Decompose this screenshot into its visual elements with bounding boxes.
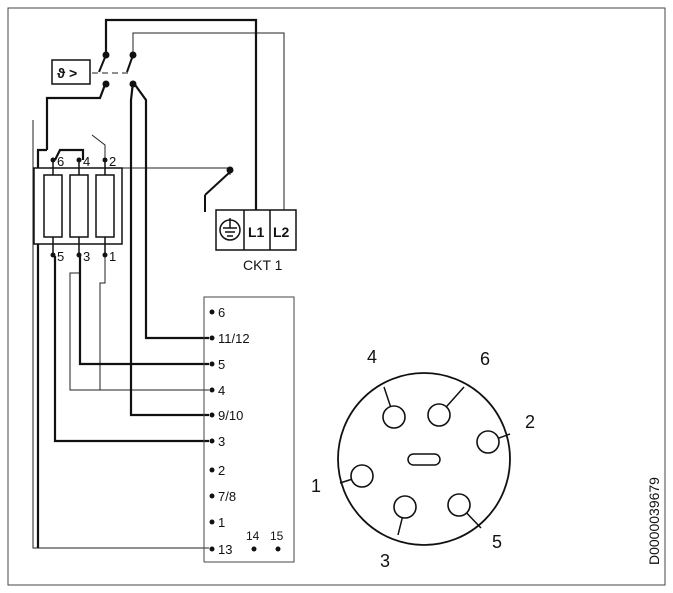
connector-pin [476,430,500,454]
terminal-label: 9/10 [218,408,243,423]
circuit-label: CKT 1 [243,257,283,273]
thermostat-temperature-icon: ϑ > [51,59,91,85]
terminal-dot [209,412,215,418]
terminal-dot [209,387,215,393]
terminal-label: 13 [218,542,232,557]
terminal-15-label: 15 [270,529,284,543]
terminal-dot [209,309,215,315]
terminal-14-dot [251,546,257,552]
terminal-label: 4 [218,383,225,398]
heater-label-bottom: 5 [57,249,64,264]
heater-element-block [33,157,123,258]
terminal-label: 1 [218,515,225,530]
terminal-label: 3 [218,434,225,449]
terminal-dot [209,335,215,341]
terminal-label: 7/8 [218,489,236,504]
thin-wires [32,32,285,549]
terminal-list: 6 11/12 5 4 9/10 3 2 7/8 1 13 [209,305,250,557]
terminal-15-dot [275,546,281,552]
terminal-dot [209,546,215,552]
terminal-14-label: 14 [246,529,260,543]
terminal-label: 5 [218,357,225,372]
extra-terminals: 14 15 [246,529,284,552]
l2-label: L2 [273,224,290,240]
svg-text:ϑ >: ϑ > [57,65,77,81]
pin-label: 4 [367,347,377,367]
connector-pin [427,403,451,427]
connector-pins: 1 2 3 4 5 6 [311,347,535,571]
heater-label-bottom: 1 [109,249,116,264]
connector-pin [350,464,374,488]
earth-ground-icon [219,218,241,241]
pin-label: 5 [492,532,502,552]
thick-wires [36,18,258,548]
pin-label: 6 [480,349,490,369]
heater-bottom-labels: 5 3 1 [57,249,116,264]
heater-top-labels: 6 4 2 [57,154,116,169]
diagram-frame [7,7,666,586]
connector-pin [447,493,471,517]
l1-label: L1 [248,224,265,240]
connector-pin [393,495,417,519]
terminal-label: 11/12 [218,331,250,346]
pin-label: 1 [311,476,321,496]
circuit-block: L1 L2 CKT 1 [215,209,297,273]
terminal-label: 2 [218,463,225,478]
connector-face [337,372,511,546]
terminal-dot [209,438,215,444]
pin-label: 3 [380,551,390,571]
terminal-dot [209,361,215,367]
pin-label: 2 [525,412,535,432]
terminal-dot [209,493,215,499]
connector-pin [382,405,406,429]
terminal-dot [209,519,215,525]
heater-label-top: 6 [57,154,64,169]
heater-label-top: 4 [83,154,90,169]
heater-label-bottom: 3 [83,249,90,264]
terminal-label: 6 [218,305,225,320]
relay-switch [98,51,234,212]
drawing-number: D0000039679 [646,477,662,565]
heater-label-top: 2 [109,154,116,169]
terminal-dot [209,467,215,473]
terminal-strip [203,296,295,563]
